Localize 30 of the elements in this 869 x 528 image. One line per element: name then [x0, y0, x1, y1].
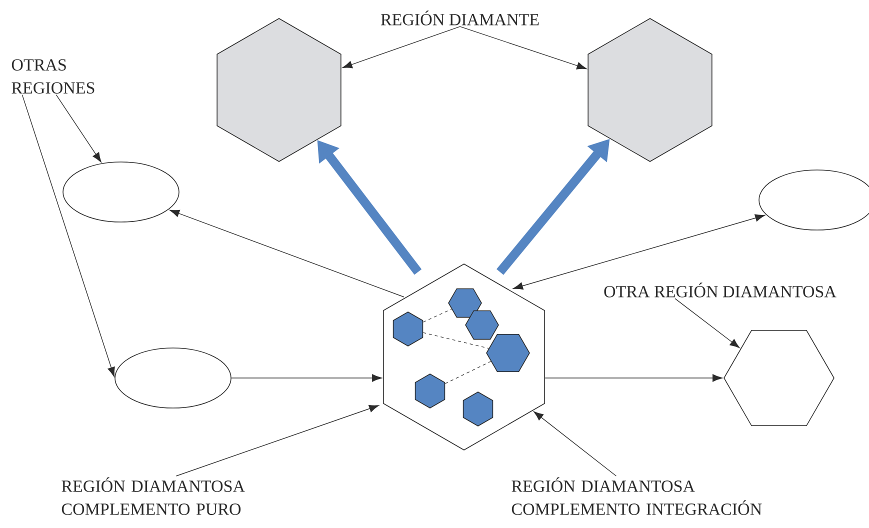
hexagon — [414, 374, 446, 408]
hexagon — [448, 288, 482, 318]
arrow — [342, 26, 460, 68]
callout-text: REGIÓN DIAMANTE — [380, 10, 539, 26]
hexagon — [465, 310, 499, 340]
dashed-line — [422, 332, 490, 349]
hexagon — [216, 18, 342, 162]
dashed-line — [422, 308, 452, 322]
arrow — [22, 94, 115, 377]
arrow — [674, 298, 740, 348]
ellipse — [114, 348, 232, 408]
hexagon — [462, 392, 494, 426]
arrow — [460, 26, 587, 70]
callout-text: REGIÓN DIAMANTOSA COMPLEMENTO PURO — [62, 477, 245, 515]
hexagon — [724, 330, 834, 426]
hexagon — [392, 312, 424, 346]
arrow — [544, 374, 722, 382]
arrow — [513, 214, 765, 290]
arrow — [170, 210, 404, 298]
callout-text: OTRAS REGIONES — [12, 59, 94, 94]
arrow — [56, 94, 102, 162]
callout-text: OTRA REGIÓN DIAMANTOSA — [604, 282, 836, 298]
hexagon — [486, 334, 530, 372]
arrow — [534, 411, 617, 476]
ellipse — [62, 162, 180, 222]
dashed-line — [444, 361, 492, 384]
callout-text: REGIÓN DIAMANTOSA COMPLEMENTO INTEGRACIÓN — [512, 477, 762, 515]
arrow — [231, 374, 382, 382]
hexagon — [588, 18, 712, 162]
arrow — [176, 404, 379, 476]
